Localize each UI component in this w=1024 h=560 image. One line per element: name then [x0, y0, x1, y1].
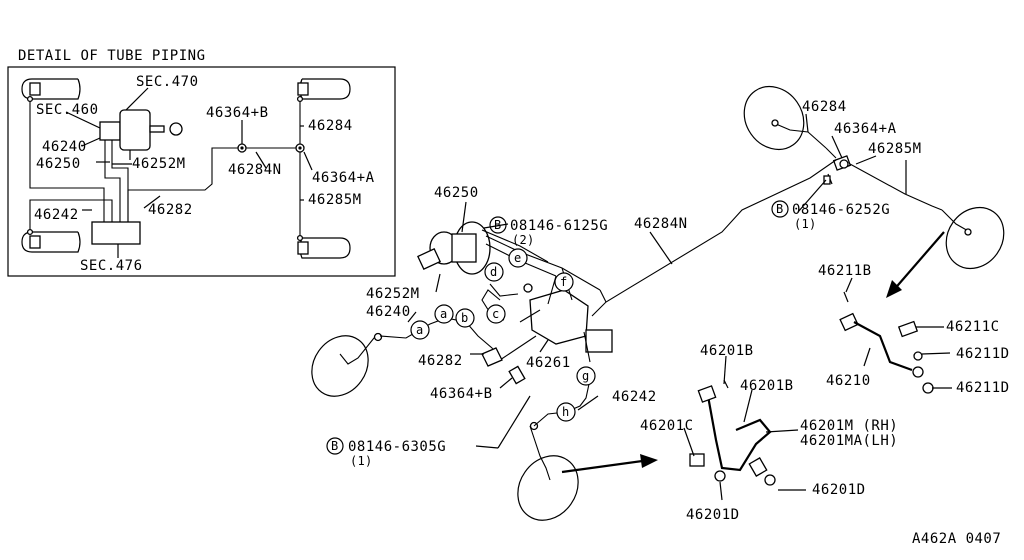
svg-text:a: a	[416, 323, 424, 337]
label-46211d-1: 46211D	[956, 346, 1010, 362]
label-46201d-1: 46201D	[812, 482, 866, 498]
detail-label-46252m: 46252M	[132, 156, 186, 172]
label-46252m: 46252M	[366, 286, 420, 302]
bolt-marker-b: B	[489, 216, 507, 234]
label-46285m: 46285M	[868, 141, 922, 157]
diagram-code: A462A 0407	[912, 531, 1001, 547]
label-46364a: 46364+A	[834, 121, 897, 137]
label-46261: 46261	[526, 355, 571, 371]
detail-inset: DETAIL OF TUBE PIPING	[7, 48, 396, 277]
label-bolt-08146-6252g-qty: (1)	[794, 217, 817, 231]
label-46201m-rh: 46201M (RH)	[800, 418, 898, 434]
svg-text:f: f	[560, 275, 568, 289]
label-46201b-1: 46201B	[700, 343, 754, 359]
detail-label-46282: 46282	[148, 202, 193, 218]
svg-text:B: B	[494, 218, 502, 232]
label-46211c: 46211C	[946, 319, 1000, 335]
detail-master-cylinder	[99, 109, 183, 151]
callout-a2: a	[434, 304, 454, 324]
callout-d: d	[484, 262, 504, 282]
main-assembly: a a b c d e f g h B B B	[311, 85, 1010, 523]
detail-title: DETAIL OF TUBE PIPING	[18, 48, 206, 64]
detail-label-46284n: 46284N	[228, 162, 282, 178]
label-46211d-2: 46211D	[956, 380, 1010, 396]
detail-label-sec460: SEC.460	[36, 102, 99, 118]
detail-label-46364b: 46364+B	[206, 105, 269, 121]
label-46284n: 46284N	[634, 216, 688, 232]
svg-text:c: c	[492, 307, 500, 321]
arrow-front	[561, 458, 651, 474]
label-46201ma-lh: 46201MA(LH)	[800, 433, 898, 449]
callout-e: e	[508, 248, 528, 268]
detail-label-46250: 46250	[36, 156, 81, 172]
bolt-marker-c: B	[326, 437, 344, 455]
label-46201d-2: 46201D	[686, 507, 740, 523]
label-46284: 46284	[802, 99, 847, 115]
rear-right-disc	[941, 206, 1005, 270]
detail-wheel-fl	[21, 78, 81, 100]
arrow-rear	[891, 231, 945, 293]
hose-46210	[839, 291, 934, 394]
rear-left-disc	[743, 85, 827, 151]
tube-46284n	[591, 159, 837, 317]
svg-text:a: a	[440, 307, 448, 321]
detail-wheel-fr	[297, 78, 351, 100]
callout-g: g	[576, 366, 596, 386]
rear-junction	[823, 147, 943, 211]
label-bolt-08146-6305g: 08146-6305G	[348, 439, 446, 455]
svg-text:d: d	[490, 265, 498, 279]
bolt-marker-a: B	[771, 200, 789, 218]
detail-label-46242: 46242	[34, 207, 79, 223]
detail-label-46285m: 46285M	[308, 192, 362, 208]
front-right-disc	[517, 421, 579, 521]
detail-wheel-rl	[21, 231, 81, 253]
callout-a: a	[410, 320, 430, 340]
label-bolt-08146-6125g: 08146-6125G	[510, 218, 608, 234]
label-bolt-08146-6305g-qty: (1)	[350, 454, 373, 468]
detail-wheel-rr	[297, 237, 351, 259]
label-46240: 46240	[366, 304, 411, 320]
svg-text:h: h	[562, 405, 570, 419]
label-46211b: 46211B	[818, 263, 872, 279]
detail-label-46364a: 46364+A	[312, 170, 375, 186]
svg-text:e: e	[514, 251, 522, 265]
label-46250: 46250	[434, 185, 479, 201]
label-bolt-08146-6125g-qty: (2)	[512, 233, 535, 247]
bolt-46364b	[481, 347, 526, 385]
detail-actuator	[91, 221, 141, 245]
detail-label-sec470: SEC.470	[136, 74, 199, 90]
label-46242: 46242	[612, 389, 657, 405]
svg-text:B: B	[776, 202, 784, 216]
label-bolt-08146-6252g: 08146-6252G	[792, 202, 890, 218]
svg-text:B: B	[331, 439, 339, 453]
hose-46201m	[689, 379, 776, 486]
detail-frame	[7, 66, 396, 277]
label-46210: 46210	[826, 373, 871, 389]
callout-h: h	[556, 402, 576, 422]
callout-f: f	[554, 272, 574, 292]
label-46201b-2: 46201B	[740, 378, 794, 394]
callout-b: b	[455, 308, 475, 328]
detail-label-sec476: SEC.476	[80, 258, 143, 274]
label-46201c: 46201C	[640, 418, 694, 434]
svg-text:g: g	[582, 369, 590, 383]
front-left-disc	[311, 332, 383, 397]
detail-label-46240: 46240	[42, 139, 87, 155]
callout-c: c	[486, 304, 506, 324]
detail-label-46284: 46284	[308, 118, 353, 134]
label-46282: 46282	[418, 353, 463, 369]
svg-text:b: b	[461, 311, 469, 325]
master-cylinder-46250	[417, 221, 601, 291]
label-46364b: 46364+B	[430, 386, 493, 402]
actuator-46261	[519, 267, 613, 363]
